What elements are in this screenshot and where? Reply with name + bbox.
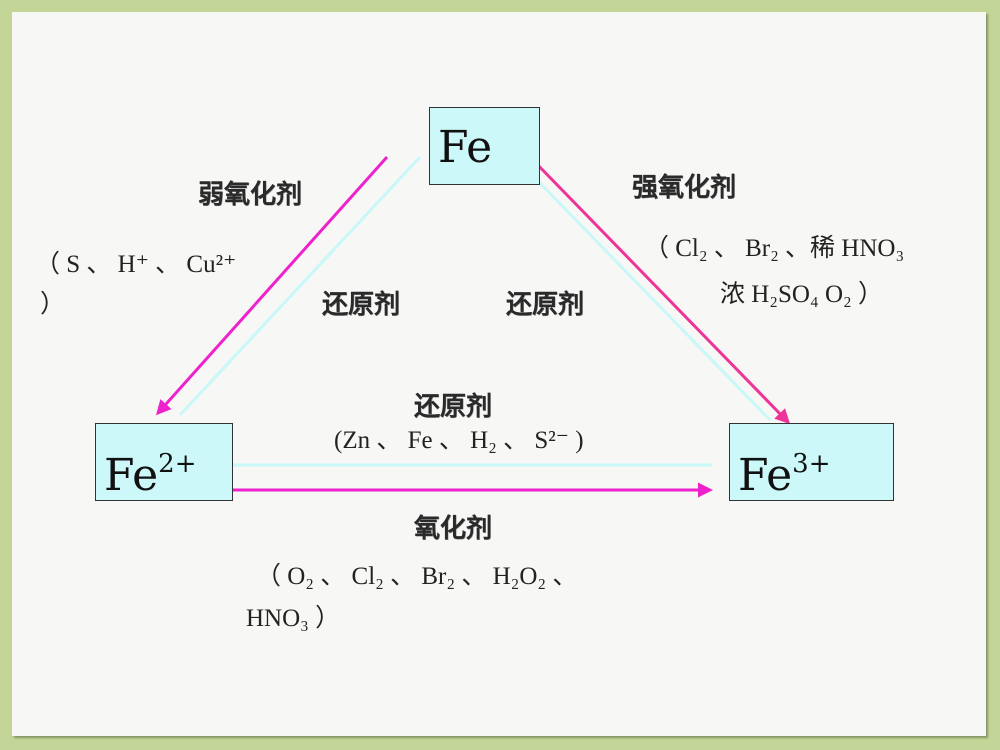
label-strong-oxidizer: 强氧化剂 <box>632 173 737 203</box>
label-reductant-bottom: 还原剂 <box>414 392 493 422</box>
label-weak-oxidizer: 弱氧化剂 <box>198 180 303 210</box>
node-fe2: Fe2+ <box>95 423 233 501</box>
weak-oxidizer-examples-line2: ） <box>40 291 66 318</box>
strong-oxidizer-examples-line2: 浓 H₂SO₄ O₂ ） <box>720 281 883 308</box>
arrow-fe-to-fe3 <box>528 155 791 425</box>
strong-oxidizer-examples-line1: （ Cl₂ 、 Br₂ 、稀 HNO₃ <box>644 235 905 262</box>
node-fe2-label: Fe2+ <box>104 449 197 501</box>
node-fe: Fe <box>429 107 540 185</box>
oxidizer-bottom-examples-line2: HNO₃ ） <box>246 605 341 632</box>
reductant-bottom-examples: (Zn 、 Fe 、 H₂ 、 S²⁻ ) <box>334 427 584 454</box>
oxidizer-bottom-examples-line1: （ O₂ 、 Cl₂ 、 Br₂ 、 H₂O₂ 、 <box>256 563 578 590</box>
node-fe3: Fe3+ <box>729 423 894 501</box>
weak-oxidizer-examples-line1: （ S 、 H⁺ 、 Cu²⁺ <box>35 251 237 278</box>
label-reductant-left: 还原剂 <box>322 290 401 320</box>
reduction-line-fe2-fe <box>178 155 422 417</box>
reduction-line-fe3-fe <box>538 181 772 422</box>
label-oxidizer-bottom: 氧化剂 <box>414 514 493 544</box>
node-fe-label: Fe <box>438 122 493 173</box>
arrow-fe-to-fe2 <box>155 155 389 416</box>
node-fe3-label: Fe3+ <box>738 449 831 501</box>
label-reductant-right: 还原剂 <box>506 290 585 320</box>
